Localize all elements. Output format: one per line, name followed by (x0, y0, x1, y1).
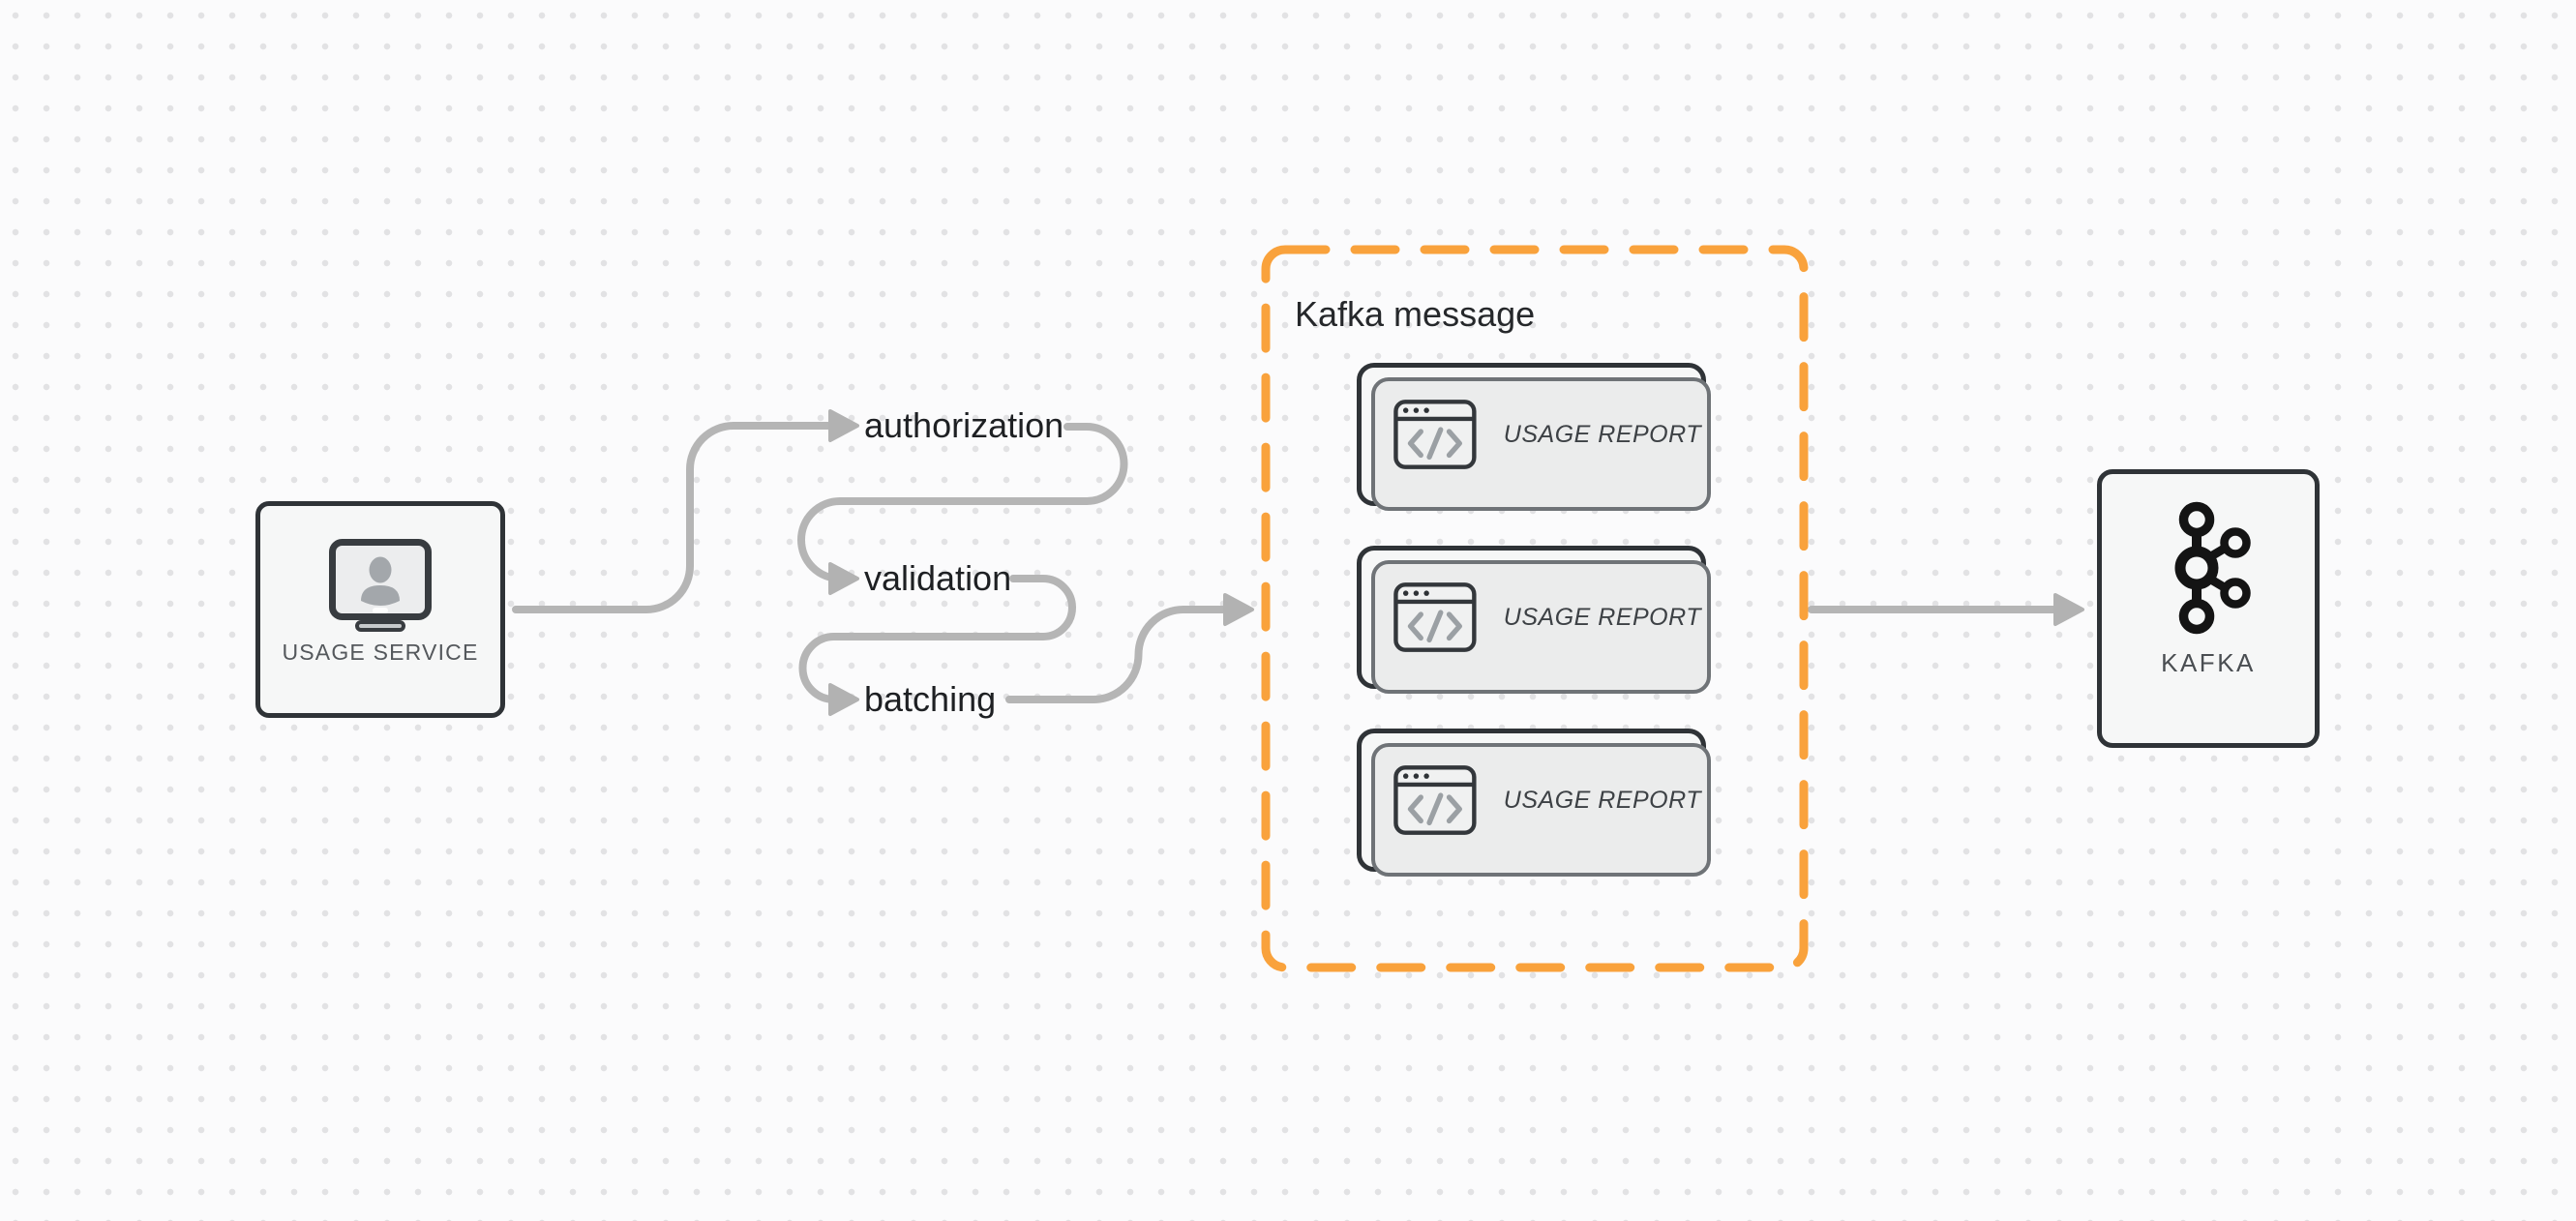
usage-report-label: USAGE REPORT (1503, 420, 1701, 448)
connector-validation-to-batching (798, 575, 1076, 703)
code-window-icon (1393, 582, 1477, 652)
usage-report-card: USAGE REPORT (1357, 729, 1711, 877)
arrowhead-validation (828, 562, 859, 595)
connector-batching-to-kafka-message (1005, 606, 1231, 703)
step-label-authorization: authorization (864, 405, 1064, 445)
usage-report-label: USAGE REPORT (1503, 786, 1701, 814)
usage-report-label: USAGE REPORT (1503, 603, 1701, 631)
step-label-validation: validation (864, 558, 1012, 598)
connector-authorization-to-validation (797, 423, 1128, 582)
step-label-batching: batching (864, 679, 997, 719)
kafka-message-group-border (1261, 245, 1809, 972)
kafka-node: KAFKA (2097, 469, 2320, 748)
monitor-user-icon (329, 539, 432, 632)
kafka-label: KAFKA (2161, 648, 2256, 677)
usage-report-card: USAGE REPORT (1357, 363, 1711, 511)
code-window-icon (1393, 400, 1477, 469)
usage-service-node: USAGE SERVICE (255, 501, 505, 718)
arrowhead-authorization (828, 409, 859, 442)
kafka-logo-icon (2174, 501, 2251, 635)
arrowhead-batching (828, 683, 859, 716)
connector-usage-service-to-authorization (512, 422, 836, 613)
code-window-icon (1393, 765, 1477, 835)
usage-report-card: USAGE REPORT (1357, 546, 1711, 694)
kafka-message-group-title: Kafka message (1295, 294, 1536, 334)
arrowhead-into-kafka (2053, 593, 2084, 626)
usage-service-label: USAGE SERVICE (282, 640, 479, 665)
arrowhead-into-kafka-message (1223, 593, 1254, 626)
